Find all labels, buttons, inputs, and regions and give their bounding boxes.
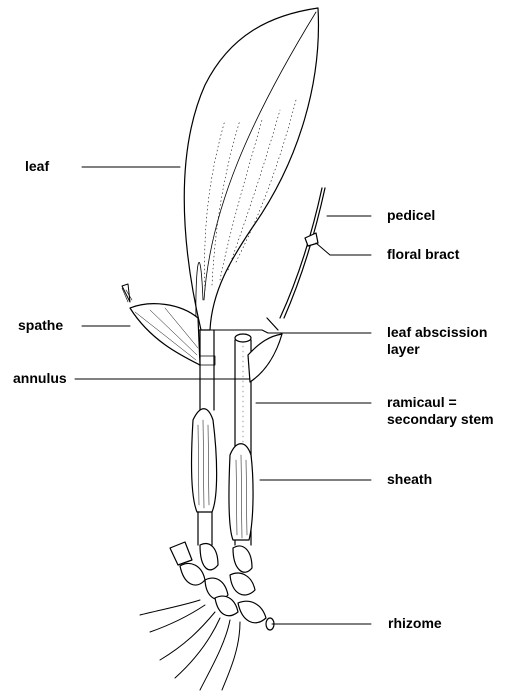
label-ramicaul-line2: secondary stem (387, 411, 494, 428)
label-spathe: spathe (18, 317, 63, 334)
label-leaf-abscission-line1: leaf abscission (387, 324, 487, 341)
leader-leaf-abscission (213, 330, 371, 333)
leader-floral-bract (316, 243, 371, 255)
spathe-drawing (122, 284, 200, 365)
label-leaf: leaf (25, 158, 49, 175)
rhizome-drawing (140, 542, 274, 690)
label-rhizome: rhizome (388, 615, 442, 632)
label-sheath: sheath (387, 471, 432, 488)
label-ramicaul-line1: ramicaul = (387, 394, 457, 411)
label-floral-bract: floral bract (387, 246, 459, 263)
label-annulus: annulus (13, 370, 67, 387)
label-leaf-abscission-line2: layer (387, 341, 420, 358)
label-pedicel: pedicel (387, 207, 435, 224)
